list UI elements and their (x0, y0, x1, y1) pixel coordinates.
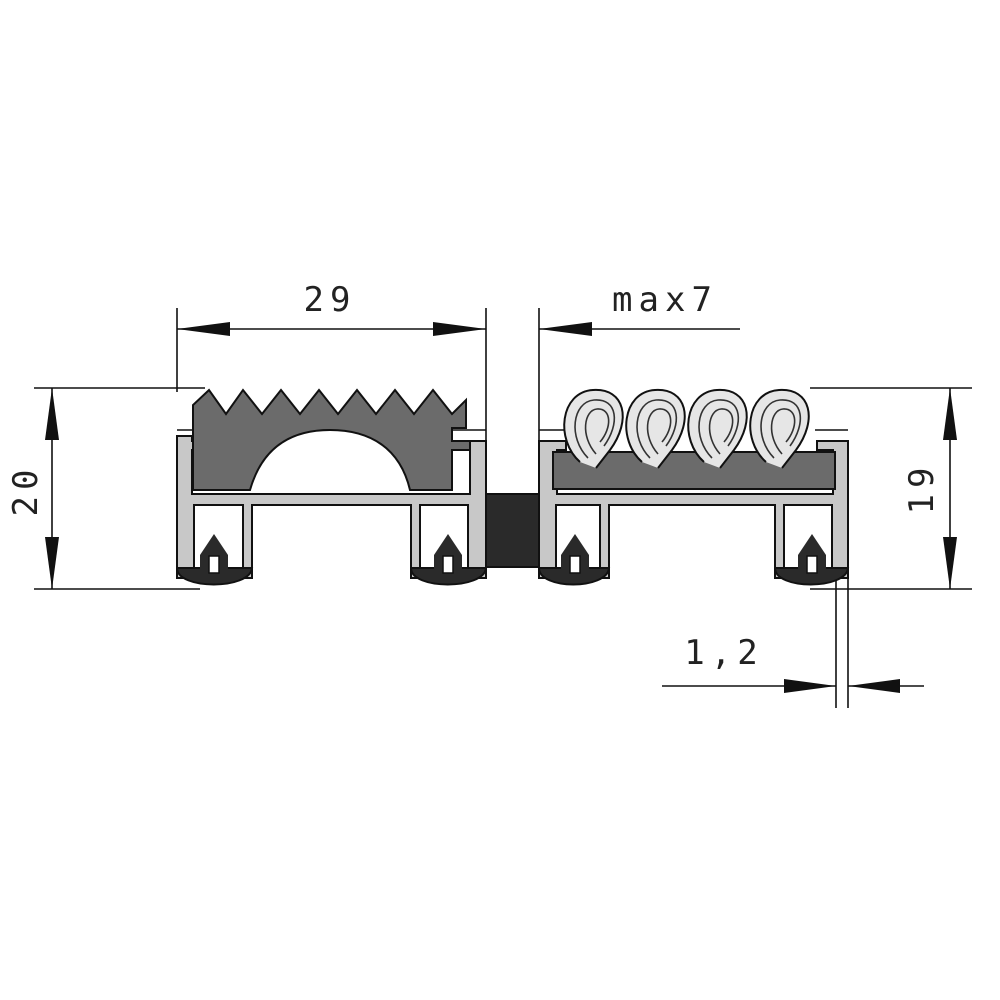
aluminium-profile-right (538, 440, 849, 579)
brush-loop-3 (687, 388, 748, 469)
dimension-label-thickness: 1,2 (684, 633, 763, 673)
rubber-connector (485, 493, 540, 568)
dimension-label-height-left: 20 (6, 464, 46, 517)
foot-right-1 (537, 534, 611, 586)
brush-loop-1 (563, 388, 624, 469)
brush-loop-2 (625, 388, 686, 469)
rubber-insert (192, 388, 471, 491)
brush-loop-4 (749, 388, 810, 469)
foot-right-2 (773, 534, 850, 586)
dimension-label-width: 29 (304, 280, 357, 320)
dimension-height-19: 19 (810, 387, 972, 590)
foot-left-1 (175, 534, 254, 586)
dimension-height-20: 20 (6, 387, 205, 590)
dimension-width-29: 29 (176, 280, 487, 490)
dimension-gap-max7: max7 (538, 280, 740, 490)
dimension-label-gap: max7 (612, 280, 718, 320)
profile-left (175, 388, 488, 586)
dimension-wall-thickness: 1,2 (662, 572, 924, 708)
dimension-label-height-right: 19 (902, 462, 942, 515)
foot-left-2 (409, 534, 488, 586)
profile-right (537, 388, 850, 586)
